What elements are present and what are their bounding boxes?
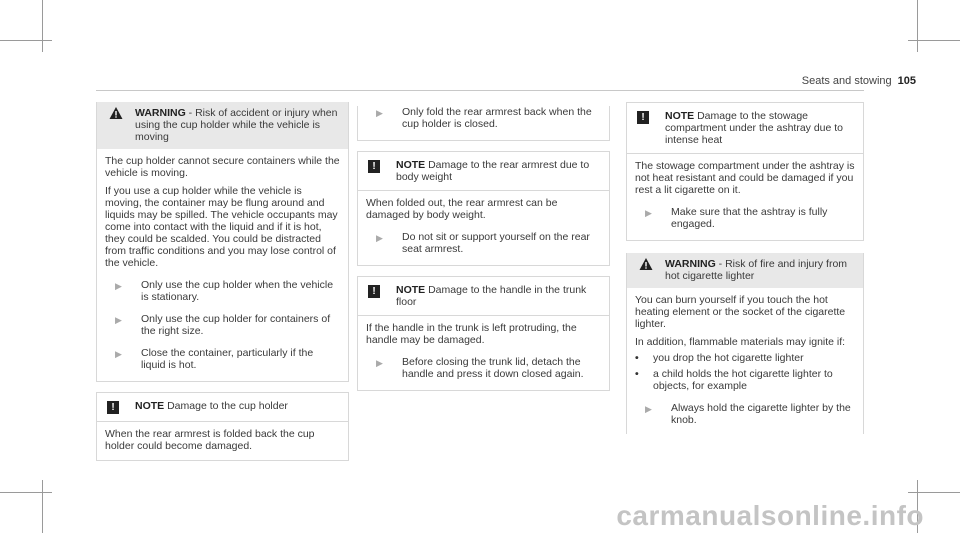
instruction-step: ▶ Close the container, particularly if th… [105, 347, 340, 371]
note-body: When folded out, the rear armrest can be… [358, 191, 609, 265]
instruction-step: ▶ Only fold the rear armrest back when th… [366, 106, 601, 130]
warning-box-cigarette-lighter: WARNING - Risk of fire and injury from h… [626, 253, 864, 434]
note-box-armrest: ! NOTE Damage to the rear armrest due to… [357, 151, 610, 266]
exclamation-icon: ! [107, 401, 119, 414]
note-box-trunk-handle: ! NOTE Damage to the handle in the trunk… [357, 276, 610, 391]
step-text: Before closing the trunk lid, detach the… [402, 356, 584, 380]
paragraph: The stowage compartment under the ashtra… [635, 160, 855, 196]
list-item-text: you drop the hot cigarette lighter [653, 352, 804, 364]
section-title: Seats and stowing [801, 75, 892, 87]
exclamation-icon: ! [368, 285, 380, 298]
step-text: Make sure that the ashtray is fully enga… [671, 206, 828, 230]
warning-label: WARNING [665, 258, 716, 270]
instruction-step: ▶ Before closing the trunk lid, detach th… [366, 356, 601, 380]
warning-header: WARNING - Risk of accident or injury whe… [97, 102, 348, 149]
warning-body: You can burn yourself if you touch the h… [627, 288, 863, 434]
warning-triangle-icon [109, 107, 123, 119]
divider [627, 153, 863, 154]
paragraph: In addition, flammable materials may ign… [635, 336, 846, 348]
note-label: NOTE [665, 110, 695, 122]
step-text: Do not sit or support yourself on the re… [402, 231, 590, 255]
paragraph: When folded out, the rear armrest can be… [366, 197, 558, 221]
note-body: The stowage compartment under the ashtra… [627, 154, 863, 240]
note-label: NOTE [396, 284, 426, 296]
instruction-step: ▶ Do not sit or support yourself on the r… [366, 231, 601, 255]
note-header: ! NOTE Damage to the stowage compartment… [627, 103, 863, 153]
note-header: ! NOTE Damage to the cup holder [97, 393, 348, 422]
paragraph: The cup holder cannot secure containers … [105, 155, 340, 179]
note-body: If the handle in the trunk is left protr… [358, 316, 609, 390]
note-body: When the rear armrest is folded back the… [97, 422, 348, 460]
warning-header: WARNING - Risk of fire and injury from h… [627, 253, 863, 288]
paragraph: If the handle in the trunk is left protr… [366, 322, 577, 346]
bullet-icon: • [635, 368, 639, 380]
exclamation-icon: ! [637, 111, 649, 124]
running-header: Seats and stowing 105 [802, 75, 916, 87]
instruction-step: ▶ Only use the cup holder for containers … [105, 313, 340, 337]
note-label: NOTE [396, 159, 426, 171]
note-title: Damage to the cup holder [167, 400, 288, 412]
instruction-step: ▶ Make sure that the ashtray is fully eng… [635, 206, 855, 230]
header-rule [96, 90, 864, 91]
warning-body: The cup holder cannot secure containers … [97, 149, 348, 381]
watermark: carmanualsonline.info [616, 500, 924, 531]
page-number: 105 [897, 75, 916, 87]
note-title: Damage to the rear armrest due to body w… [396, 159, 590, 183]
list-item-text: a child holds the hot cigarette lighter … [653, 368, 833, 392]
paragraph: When the rear armrest is folded back the… [105, 428, 315, 452]
exclamation-icon: ! [368, 160, 380, 173]
step-text: Close the container, particularly if the… [141, 347, 314, 371]
arrow-icon: ▶ [376, 108, 383, 118]
instruction-step: ▶ Only use the cup holder when the vehicl… [105, 279, 340, 303]
instruction-step: ▶ Always hold the cigarette lighter by th… [635, 402, 855, 426]
note-title: Damage to the stowage compartment under … [665, 110, 844, 146]
step-text: Always hold the cigarette lighter by the… [671, 402, 851, 426]
note-label: NOTE [135, 400, 165, 412]
arrow-icon: ▶ [115, 315, 122, 325]
note-box-cup-holder: ! NOTE Damage to the cup holder When the… [96, 392, 349, 461]
column-3: ! NOTE Damage to the stowage compartment… [626, 102, 864, 434]
warning-title: - Risk of fire and injury from hot cigar… [665, 258, 848, 282]
column-2: ▶ Only fold the rear armrest back when th… [357, 102, 610, 391]
list-item: • a child holds the hot cigarette lighter… [635, 368, 855, 392]
note-header: ! NOTE Damage to the handle in the trunk… [358, 277, 609, 316]
note-box-ashtray: ! NOTE Damage to the stowage compartment… [626, 102, 864, 241]
warning-box-cup-holder: WARNING - Risk of accident or injury whe… [96, 102, 349, 382]
paragraph: You can burn yourself if you touch the h… [635, 294, 846, 330]
arrow-icon: ▶ [645, 404, 652, 414]
warning-title: - Risk of accident or injury when using … [135, 107, 338, 143]
note-header: ! NOTE Damage to the rear armrest due to… [358, 152, 609, 191]
bullet-icon: • [635, 352, 639, 364]
warning-label: WARNING [135, 107, 186, 119]
column-1: WARNING - Risk of accident or injury whe… [96, 102, 349, 461]
step-text: Only use the cup holder for containers o… [141, 313, 331, 337]
bullet-list: • you drop the hot cigarette lighter • a c… [635, 352, 855, 392]
arrow-icon: ▶ [115, 349, 122, 359]
note-title: Damage to the handle in the trunk floor [396, 284, 587, 308]
arrow-icon: ▶ [645, 208, 652, 218]
step-text: Only fold the rear armrest back when the… [402, 106, 592, 130]
step-box: ▶ Only fold the rear armrest back when th… [357, 106, 610, 141]
list-item: • you drop the hot cigarette lighter [635, 352, 855, 364]
arrow-icon: ▶ [115, 281, 122, 291]
arrow-icon: ▶ [376, 358, 383, 368]
arrow-icon: ▶ [376, 233, 383, 243]
warning-triangle-icon [639, 258, 653, 270]
paragraph: If you use a cup holder while the vehicl… [105, 185, 338, 269]
step-text: Only use the cup holder when the vehicle… [141, 279, 334, 303]
